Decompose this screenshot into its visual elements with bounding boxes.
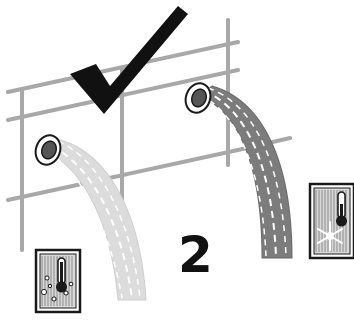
thermometer-icon xyxy=(56,257,67,293)
warm-water-hose xyxy=(42,139,147,301)
checkmark-icon xyxy=(70,6,188,114)
cold-water-hose xyxy=(196,85,293,259)
wall-grid xyxy=(6,18,292,252)
wall-outlet-icon xyxy=(184,82,212,114)
step-number: 2 xyxy=(178,226,213,284)
thermometer-icon xyxy=(336,191,347,227)
bubbles-icon xyxy=(41,275,74,302)
warm-thermometer-card xyxy=(34,248,82,314)
wall-outlet-icon xyxy=(34,134,62,166)
snowflake-icon xyxy=(317,221,343,251)
cold-thermometer-card xyxy=(308,182,354,260)
